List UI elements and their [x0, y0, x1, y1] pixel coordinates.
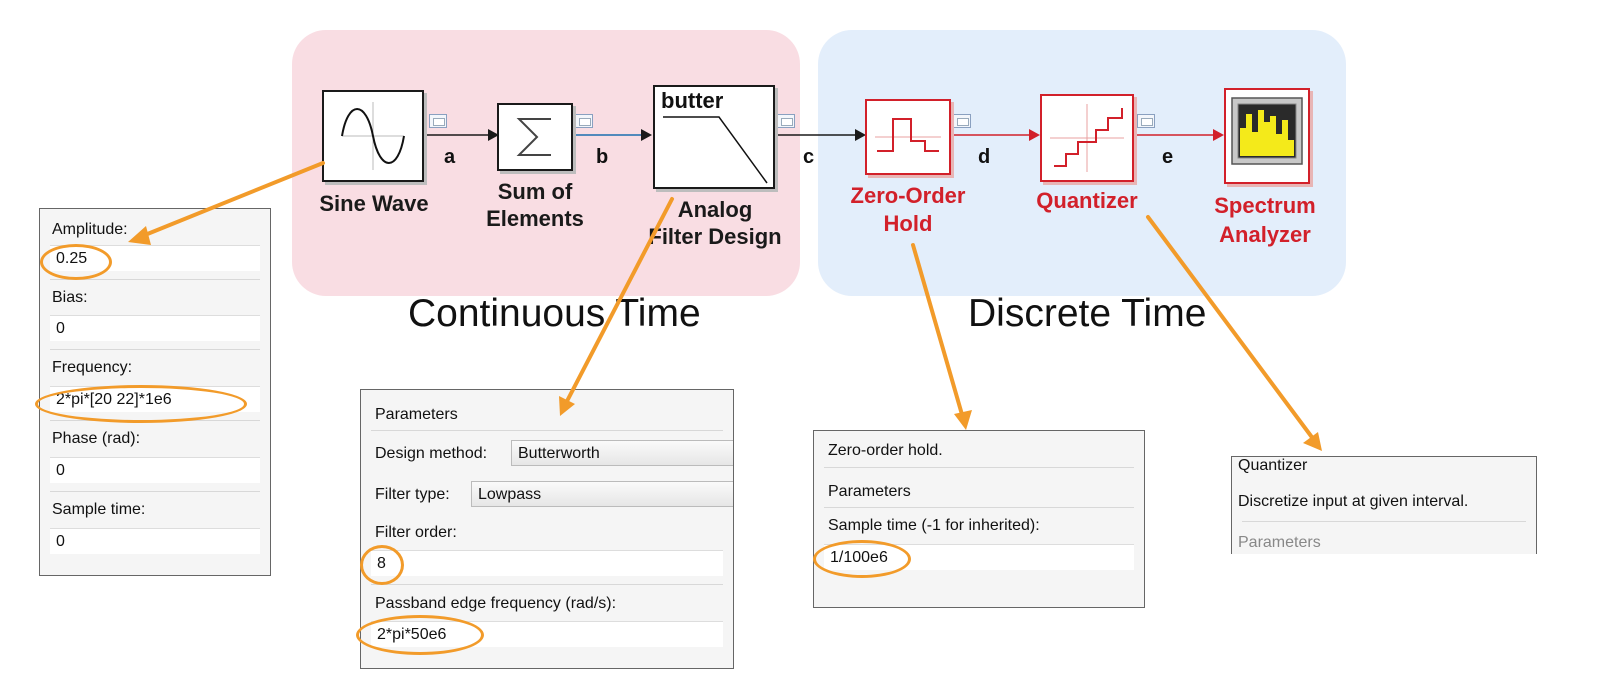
divider [371, 584, 723, 585]
zoh-sample-time-label: Sample time (-1 for inherited): [828, 517, 1040, 534]
divider [50, 279, 260, 280]
phase-label: Phase (rad): [52, 430, 141, 447]
divider [1242, 521, 1526, 522]
amplitude-label: Amplitude: [52, 221, 128, 238]
sum-of-elements-label-line1: Sum of [497, 179, 573, 204]
zero-order-hold-label-line1: Zero-Order [850, 183, 966, 208]
parameters-section-label: Parameters [828, 483, 911, 500]
sample-time-field[interactable]: 0 [50, 528, 260, 554]
frequency-highlight [35, 385, 247, 423]
signal-port-icon[interactable] [575, 114, 593, 128]
signal-port-icon[interactable] [953, 114, 971, 128]
quantizer-parameters-dialog: Quantizer Discretize input at given inte… [1231, 456, 1537, 554]
filter-type-select[interactable]: Lowpass [471, 481, 733, 507]
divider [824, 467, 1134, 468]
signal-label-d: d [978, 146, 991, 168]
passband-edge-label: Passband edge frequency (rad/s): [375, 595, 617, 612]
lowpass-response-icon [663, 116, 768, 184]
continuous-time-title: Continuous Time [408, 292, 701, 335]
divider [50, 491, 260, 492]
zero-order-hold-description: Zero-order hold. [828, 442, 943, 459]
zoh-sample-time-highlight [813, 540, 911, 578]
continuous-wires [423, 129, 866, 141]
quantizer-description: Discretize input at given interval. [1238, 493, 1469, 510]
quantizer-dialog-title: Quantizer [1238, 457, 1308, 474]
sine-wave-label: Sine Wave [319, 191, 429, 216]
discrete-time-title: Discrete Time [968, 292, 1207, 335]
parameters-section-label: Parameters [375, 406, 458, 423]
bias-field[interactable]: 0 [50, 315, 260, 341]
sum-of-elements-block[interactable] [497, 103, 573, 171]
bias-label: Bias: [52, 289, 88, 306]
signal-label-c: c [803, 146, 815, 168]
zero-order-hold-label-line2: Hold [883, 211, 933, 236]
discrete-wires [950, 129, 1224, 141]
analog-filter-parameters-dialog: Parameters Design method: Butterworth Fi… [360, 389, 734, 669]
design-method-label: Design method: [375, 445, 488, 462]
spectrum-analyzer-label-line1: Spectrum [1214, 193, 1316, 218]
spectrum-analyzer-block[interactable] [1224, 88, 1310, 184]
signal-label-b: b [596, 146, 609, 168]
staircase-icon [1050, 104, 1124, 172]
divider [824, 507, 1134, 508]
divider [371, 430, 723, 431]
spectrum-analyzer-label-line2: Analyzer [1219, 222, 1311, 247]
filter-type-label: Filter type: [375, 486, 450, 503]
filter-order-highlight [360, 545, 404, 585]
spectrum-scope-icon [1231, 97, 1303, 165]
zero-order-hold-parameters-dialog: Zero-order hold. Parameters Sample time … [813, 430, 1145, 608]
signal-port-icon[interactable] [1137, 114, 1155, 128]
quantizer-label: Quantizer [1036, 188, 1138, 213]
divider [50, 349, 260, 350]
sigma-icon [516, 118, 551, 156]
amplitude-highlight [40, 244, 112, 280]
zero-order-hold-block[interactable] [865, 99, 951, 175]
signal-port-icon[interactable] [429, 114, 447, 128]
analog-filter-label-line1: Analog [677, 197, 753, 222]
quantizer-block[interactable] [1040, 94, 1134, 182]
analog-filter-label-line2: Filter Design [648, 224, 782, 249]
sine-wave-icon [341, 102, 405, 170]
analog-filter-design-block[interactable]: butter [653, 85, 775, 189]
passband-highlight [356, 615, 484, 655]
sum-of-elements-label-line2: Elements [486, 206, 584, 231]
frequency-label: Frequency: [52, 359, 133, 376]
sine-wave-block[interactable] [322, 90, 424, 182]
filter-order-label: Filter order: [375, 524, 457, 541]
signal-label-e: e [1162, 146, 1174, 168]
zero-order-hold-icon [875, 118, 941, 152]
design-method-select[interactable]: Butterworth [511, 440, 733, 466]
sample-time-label: Sample time: [52, 501, 146, 518]
parameters-section-label: Parameters [1238, 534, 1321, 551]
phase-field[interactable]: 0 [50, 457, 260, 483]
filter-design-method-text: butter [661, 88, 724, 113]
signal-port-icon[interactable] [777, 114, 795, 128]
signal-label-a: a [444, 146, 456, 168]
